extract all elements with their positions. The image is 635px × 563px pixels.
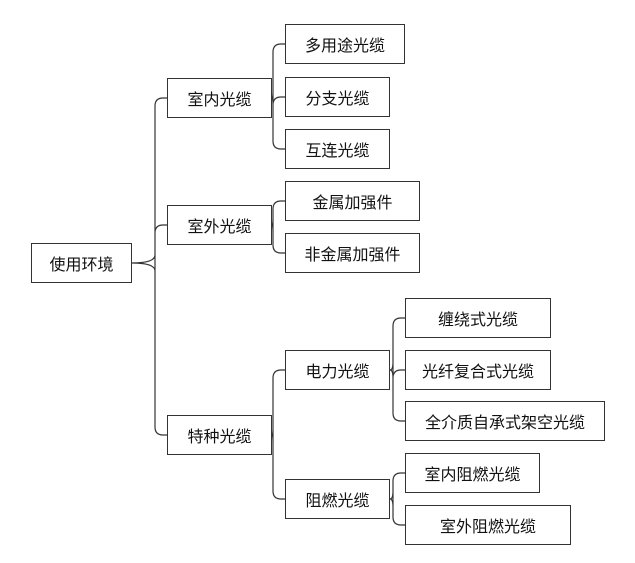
node-adss-cable: 全介质自承式架空光缆 [405,401,605,441]
node-breakout-cable: 分支光缆 [285,77,390,117]
node-indoor-cable: 室内光缆 [167,78,272,118]
node-outdoor-cable: 室外光缆 [167,205,272,245]
connector-root [131,97,167,436]
node-metal-strength-member: 金属加强件 [285,181,420,221]
connector-special [271,369,285,500]
node-indoor-flame-retardant: 室内阻燃光缆 [405,453,540,493]
connector-flame-retardant [389,472,405,526]
connector-power [389,317,405,422]
node-multipurpose-cable: 多用途光缆 [285,24,405,64]
node-composite-cable: 光纤复合式光缆 [405,350,551,390]
node-nonmetal-strength-member: 非金属加强件 [285,233,420,273]
node-root: 使用环境 [31,243,132,283]
connector-indoor [271,43,285,150]
node-wrapped-cable: 缠绕式光缆 [405,298,551,338]
node-interconnect-cable: 互连光缆 [285,129,390,169]
node-flame-retardant-cable: 阻燃光缆 [285,479,390,519]
node-special-cable: 特种光缆 [167,415,272,455]
node-outdoor-flame-retardant: 室外阻燃光缆 [405,505,571,545]
connector-outdoor [271,200,285,254]
node-power-cable: 电力光缆 [285,350,390,390]
